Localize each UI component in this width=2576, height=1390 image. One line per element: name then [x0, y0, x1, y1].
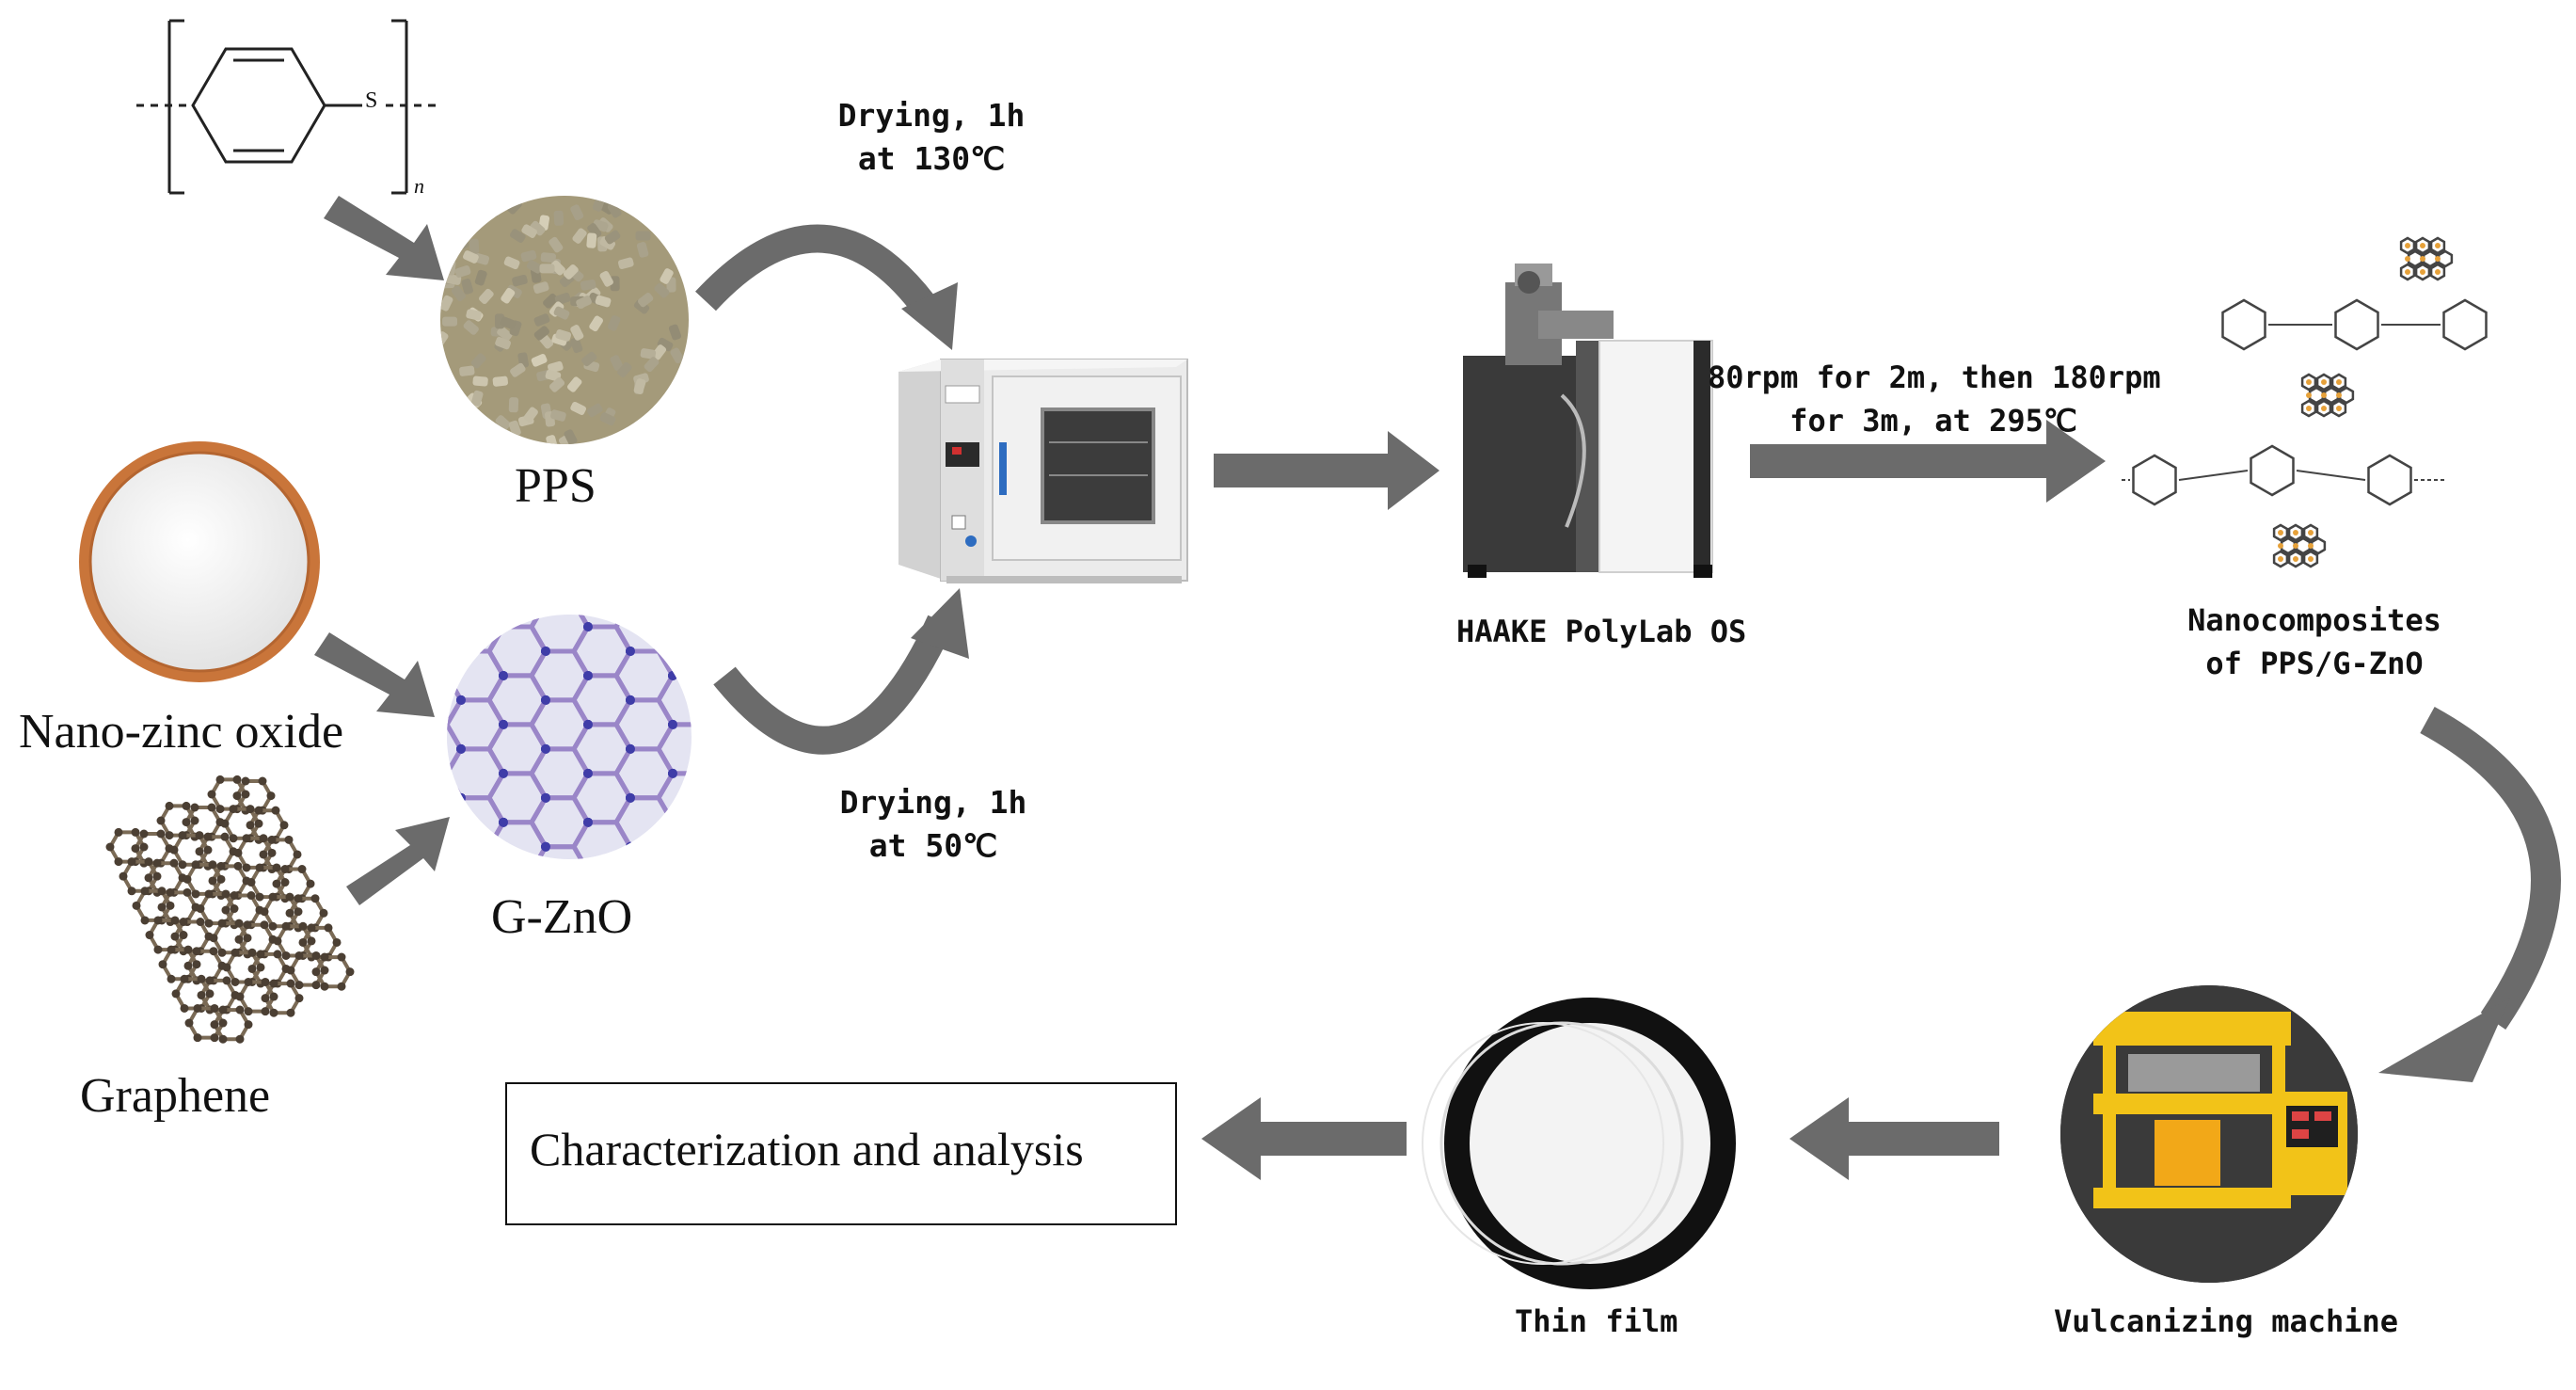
arrow-oven-to-haake — [1214, 431, 1439, 510]
characterization-box: Characterization and analysis — [505, 1082, 1177, 1225]
vulcanizing-machine-image — [2060, 985, 2358, 1283]
nanocomposite-structure-image — [2122, 236, 2488, 568]
gzno-label: G-ZnO — [491, 890, 633, 944]
curved-arrow-top — [695, 224, 944, 324]
mixing-line1: 80rpm for 2m, then 180rpm — [1708, 359, 2161, 395]
drying-top-label: Drying, 1h at 130℃ — [771, 94, 1091, 181]
graphene-label: Graphene — [80, 1069, 271, 1123]
polymer-sulfur-label: S — [365, 88, 378, 113]
nano-zinc-oxide-image — [79, 441, 320, 682]
graphene-image — [105, 775, 355, 1044]
mixing-line2: for 3m, at 295℃ — [1789, 403, 2077, 439]
curved-arrow-bottom — [713, 615, 954, 755]
haake-label: HAAKE PolyLab OS — [1456, 614, 1747, 649]
mixing-conditions-label: 80rpm for 2m, then 180rpm for 3m, at 295… — [1708, 356, 2161, 442]
pps-structure-icon — [136, 19, 440, 195]
nano-zinc-oxide-label: Nano-zinc oxide — [19, 705, 344, 759]
nanocomposites-line2: of PPS/G-ZnO — [2205, 646, 2424, 681]
polymer-n-label: n — [414, 174, 424, 198]
thin-film-label: Thin film — [1515, 1303, 1678, 1339]
arrow-zno-to-gzno — [314, 632, 435, 717]
pellet-texture — [440, 196, 689, 444]
arrow-press-to-film — [1789, 1097, 1999, 1180]
drying-top-line1: Drying, 1h — [837, 97, 1026, 134]
nanocomposites-line1: Nanocomposites — [2187, 602, 2441, 638]
pps-pellets-image — [440, 196, 689, 444]
curved-arrow-right — [2420, 706, 2561, 1031]
haake-polylab-image — [1463, 264, 1713, 578]
vulcanizing-machine-label: Vulcanizing machine — [2054, 1303, 2399, 1339]
drying-bottom-label: Drying, 1h at 50℃ — [773, 781, 1093, 868]
arrows — [314, 196, 2106, 1180]
drying-oven-image — [898, 359, 1188, 583]
gzno-lattice-image — [447, 615, 692, 859]
thin-film-image — [1422, 998, 1736, 1289]
nanocomposites-label: Nanocomposites of PPS/G-ZnO — [2145, 599, 2484, 685]
arrow-haake-to-composite — [1750, 420, 2106, 503]
pps-label: PPS — [515, 459, 596, 513]
drying-bottom-line1: Drying, 1h — [839, 784, 1027, 821]
drying-top-line2: at 130℃ — [857, 140, 1006, 177]
drying-bottom-line2: at 50℃ — [868, 827, 998, 864]
arrow-to-pps — [324, 196, 444, 280]
arrow-graphene-to-gzno — [346, 817, 450, 905]
characterization-label: Characterization and analysis — [530, 1123, 1084, 1175]
arrow-film-to-analysis — [1201, 1097, 1407, 1180]
